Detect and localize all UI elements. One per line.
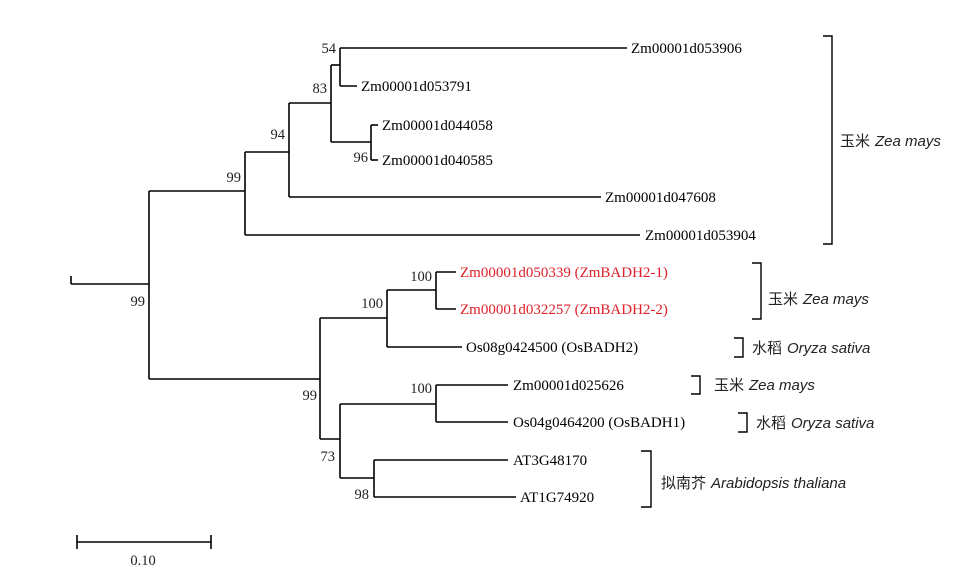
leaf-label: Os04g0464200 (OsBADH1) [513, 415, 685, 431]
bootstrap-values: 54 83 94 96 99 99 100 100 99 100 73 98 [131, 41, 433, 503]
group-bracket [734, 337, 744, 358]
bootstrap-label: 99 [131, 294, 146, 310]
leaf-label: Zm00001d040585 [382, 153, 493, 169]
bootstrap-label: 54 [322, 41, 337, 57]
bootstrap-label: 99 [303, 388, 318, 404]
bootstrap-label: 98 [355, 487, 370, 503]
group-bracket [691, 375, 701, 395]
leaf-label: AT3G48170 [513, 453, 587, 469]
group-bracket [823, 35, 833, 245]
leaf-label: Zm00001d053904 [645, 228, 756, 244]
group-bracket [641, 450, 652, 508]
leaf-label: Zm00001d032257 (ZmBADH2-2) [460, 302, 668, 318]
leaf-label: Zm00001d053791 [361, 79, 472, 95]
bootstrap-label: 100 [410, 269, 432, 285]
scale-bar-label: 0.10 [130, 553, 155, 569]
leaf-labels: Zm00001d053906 Zm00001d053791 Zm00001d04… [361, 41, 756, 506]
bootstrap-label: 96 [354, 150, 369, 166]
leaf-label: Zm00001d047608 [605, 190, 716, 206]
leaf-label: Zm00001d044058 [382, 118, 493, 134]
leaf-label: Zm00001d025626 [513, 378, 624, 394]
leaf-label: Os08g0424500 (OsBADH2) [466, 340, 638, 356]
group-bracket [738, 412, 748, 433]
bootstrap-label: 94 [271, 127, 286, 143]
leaf-label: Zm00001d053906 [631, 41, 742, 57]
bootstrap-label: 100 [361, 296, 383, 312]
bootstrap-label: 83 [313, 81, 328, 97]
scale-bar: 0.10 [76, 535, 212, 569]
leaf-label: Zm00001d050339 (ZmBADH2-1) [460, 265, 668, 281]
leaf-label: AT1G74920 [520, 490, 594, 506]
bootstrap-label: 99 [227, 170, 242, 186]
group-bracket [752, 262, 762, 320]
bootstrap-label: 73 [321, 449, 336, 465]
tree-branches [70, 47, 640, 498]
bootstrap-label: 100 [410, 381, 432, 397]
